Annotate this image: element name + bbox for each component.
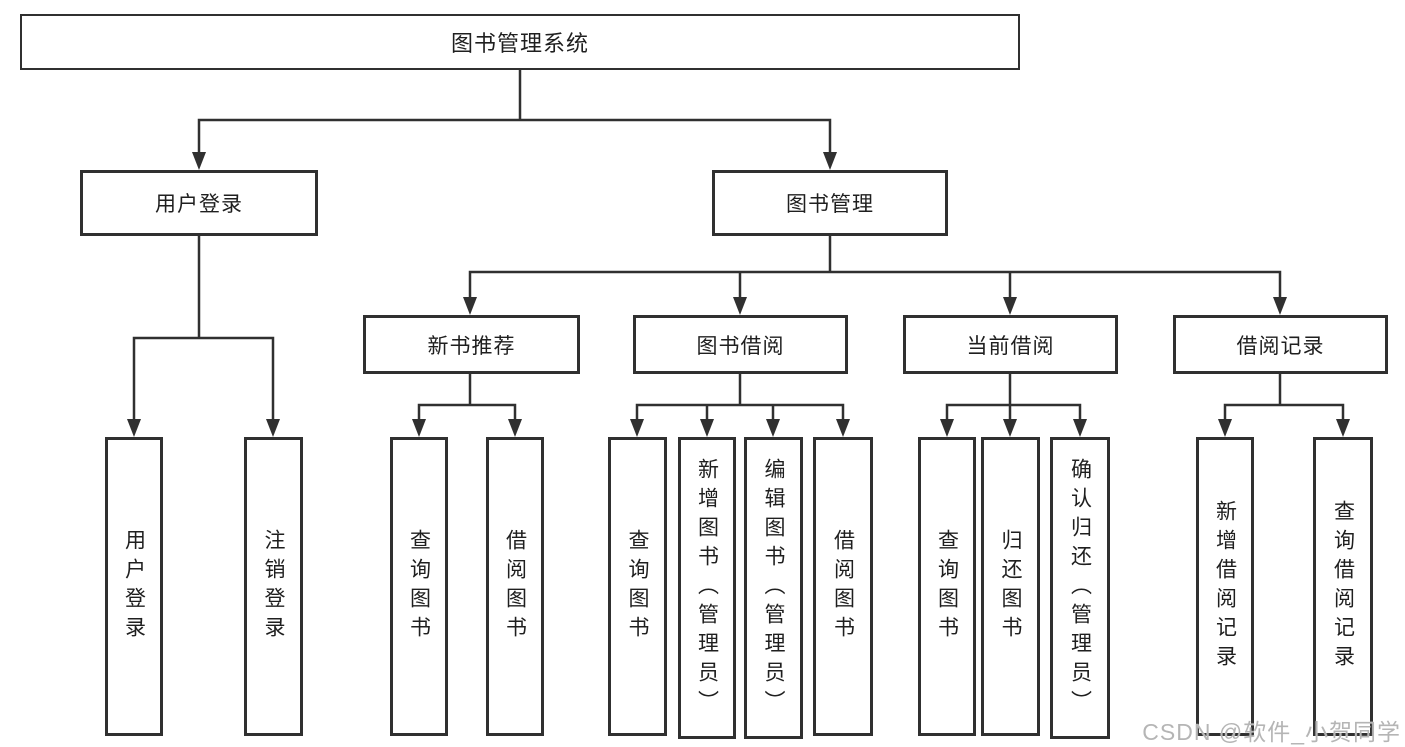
leaf-borrowing-add-book-admin: 新增图书（管理员） [678,437,736,739]
csdn-watermark: CSDN @软件_小贺同学 [1142,719,1401,745]
leaf-borrowing-edit-book-admin: 编辑图书（管理员） [744,437,803,739]
leaf-logout: 注销登录 [244,437,303,736]
leaf-user-login: 用户登录 [105,437,163,736]
node-new-book-recommend: 新书推荐 [363,315,580,374]
leaf-records-add-borrow-record: 新增借阅记录 [1196,437,1254,736]
node-current-borrowing: 当前借阅 [903,315,1118,374]
node-book-borrowing: 图书借阅 [633,315,848,374]
node-library-management-system: 图书管理系统 [20,14,1020,70]
leaf-current-query-books: 查询图书 [918,437,976,736]
leaf-current-confirm-return-admin: 确认归还（管理员） [1050,437,1110,739]
leaf-borrowing-query-books: 查询图书 [608,437,667,736]
leaf-borrowing-borrow-books: 借阅图书 [813,437,873,736]
leaf-newbook-query-books: 查询图书 [390,437,448,736]
leaf-newbook-borrow-books: 借阅图书 [486,437,544,736]
node-borrow-records: 借阅记录 [1173,315,1388,374]
leaf-records-query-borrow-record: 查询借阅记录 [1313,437,1373,736]
node-user-login: 用户登录 [80,170,318,236]
leaf-current-return-books: 归还图书 [981,437,1040,736]
node-book-management: 图书管理 [712,170,948,236]
